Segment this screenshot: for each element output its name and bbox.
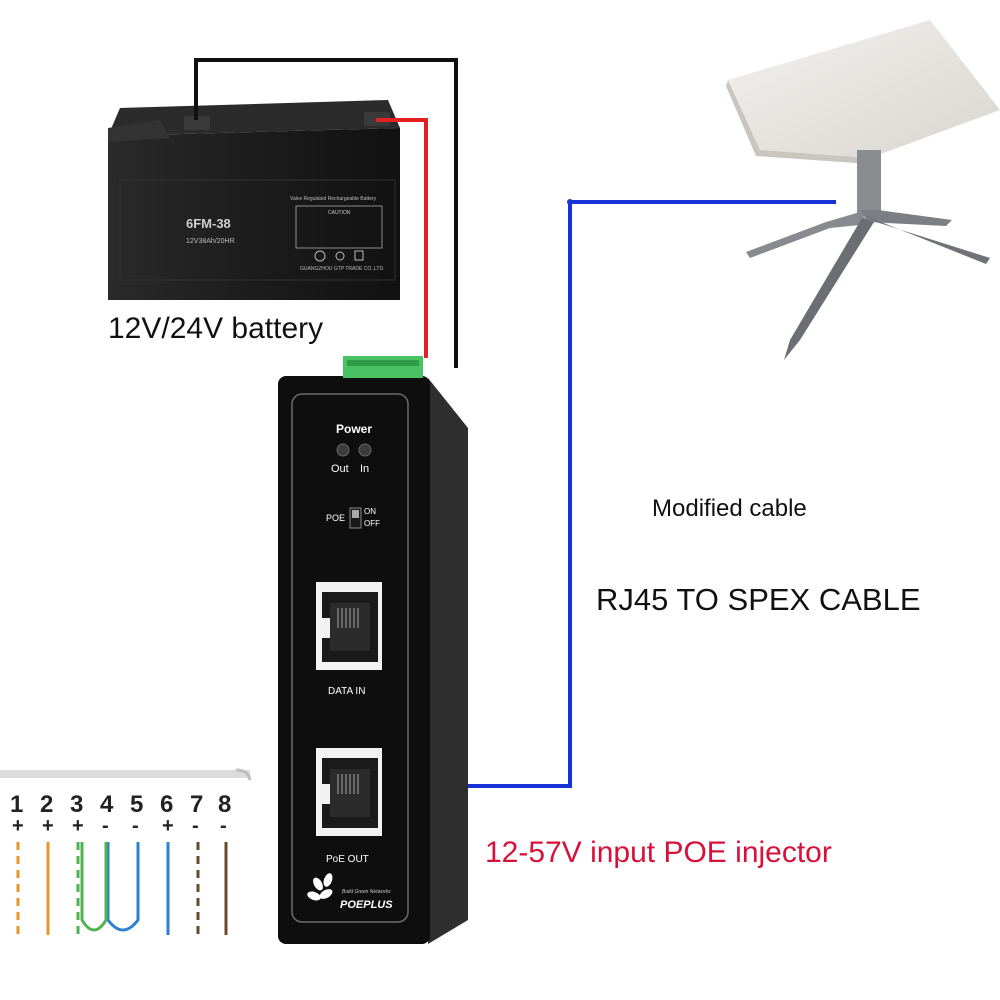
- battery-spec: 12V38Ah/20HR: [186, 238, 235, 245]
- pin-number: 4: [100, 791, 114, 818]
- pin-sign: -: [132, 815, 139, 837]
- poeplus-logo-icon: [307, 873, 333, 901]
- power-label: Power: [336, 422, 372, 436]
- pin-sign: -: [220, 815, 227, 837]
- led-out: [336, 443, 350, 457]
- pin-number: 7: [190, 791, 203, 818]
- pin-number: 2: [40, 791, 53, 818]
- poe-off-label: OFF: [364, 519, 380, 528]
- battery-maker: GUANGZHOU GTP TRADE CO.,LTD.: [300, 266, 384, 272]
- pin-number: 5: [130, 791, 143, 818]
- pin-sign: +: [162, 815, 174, 837]
- poe-switch-label: POE: [326, 513, 345, 523]
- led-in: [358, 443, 372, 457]
- starlink-dish: [726, 20, 1000, 360]
- battery-terminal-negative: [184, 116, 210, 130]
- battery-caution: CAUTION: [328, 210, 351, 216]
- poe-injector: Power Out In POE ON OFF DATA IN PoE O: [278, 356, 468, 944]
- dc-negative-wire: [194, 58, 458, 368]
- cable-corner-joint: [567, 199, 573, 205]
- brand-name: POEPLUS: [340, 899, 393, 911]
- pin-loop-wire: [80, 842, 108, 932]
- led-out-label: Out: [331, 463, 349, 475]
- rj45-spex-cable: [372, 200, 836, 788]
- injector-label: 12-57V input POE injector: [485, 836, 832, 869]
- poe-on-label: ON: [364, 507, 376, 516]
- spex-cable-label: RJ45 TO SPEX CABLE: [596, 582, 921, 617]
- pin-sign: +: [72, 815, 84, 837]
- battery: 6FM-38 12V38Ah/20HR Valve Regulated Rech…: [108, 100, 400, 300]
- led-in-label: In: [360, 463, 369, 475]
- poe-out-label: PoE OUT: [326, 854, 369, 865]
- pin-sign: +: [42, 815, 54, 837]
- recycle-icon: [314, 250, 326, 262]
- pin-number: 3: [70, 791, 83, 818]
- dc-positive-wire: [376, 118, 428, 358]
- data-in-label: DATA IN: [328, 686, 365, 697]
- battery-caution-box: [295, 205, 383, 249]
- pin-number: 6: [160, 791, 173, 818]
- warning-icon: [335, 251, 345, 261]
- brand-tagline: Build Green Networks: [342, 889, 391, 895]
- pin-sign: -: [192, 815, 199, 837]
- battery-label: 12V/24V battery: [108, 312, 324, 345]
- modified-cable-label: Modified cable: [652, 495, 807, 522]
- bin-icon: [354, 250, 364, 261]
- pin-sign: -: [102, 815, 109, 837]
- battery-type-text: Valve Regulated Rechargeable Battery: [290, 196, 377, 202]
- pin-sign: +: [12, 815, 24, 837]
- pin-number: 8: [218, 791, 231, 818]
- dc-input-connector[interactable]: [343, 356, 423, 378]
- pin-number: 1: [10, 791, 23, 818]
- pin-loop-wire: [106, 842, 140, 932]
- battery-model: 6FM-38: [186, 216, 231, 231]
